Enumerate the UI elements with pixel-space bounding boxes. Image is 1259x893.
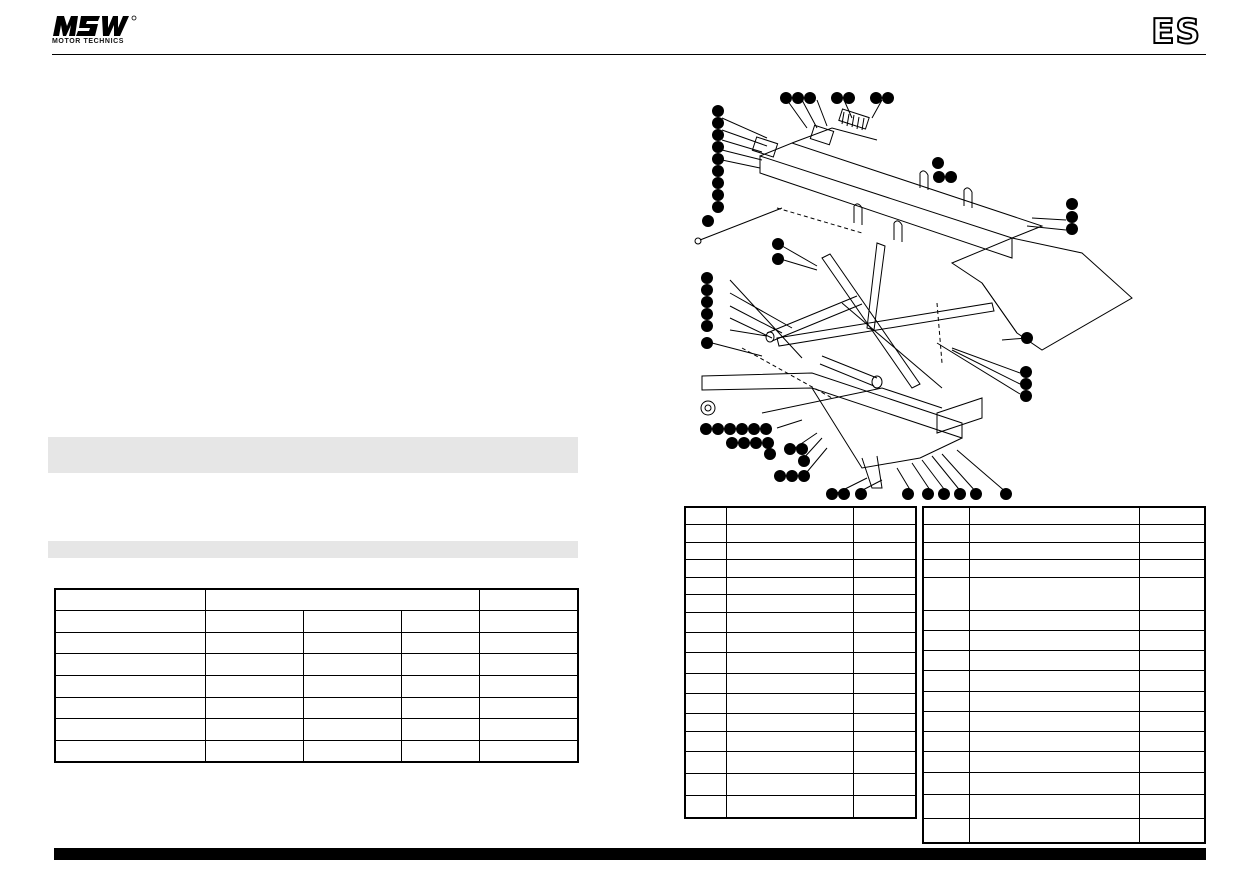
table-row: [922, 751, 1206, 773]
table-row: [684, 558, 917, 578]
exploded-parts-diagram: [682, 88, 1212, 500]
table-row: [922, 541, 1206, 561]
table-row: [54, 610, 579, 633]
footer-bar: [54, 848, 1206, 860]
table-row: [684, 594, 917, 614]
header-rule: [52, 54, 1206, 55]
parts-list-right: [922, 506, 1206, 844]
table-row: [54, 675, 579, 698]
table-row: [922, 731, 1206, 753]
table-row: [684, 773, 917, 797]
table-row: [684, 652, 917, 674]
table-row: [684, 692, 917, 714]
table-row: [684, 541, 917, 560]
table-row: [684, 506, 917, 525]
table-row: [922, 506, 1206, 525]
table-row: [922, 690, 1206, 712]
table-row: [684, 672, 917, 694]
table-row: [684, 612, 917, 634]
table-row: [922, 793, 1206, 820]
table-row: [922, 670, 1206, 692]
table-row: [54, 653, 579, 676]
table-row: [684, 751, 917, 775]
table-row: [54, 739, 579, 763]
table-row: [922, 650, 1206, 672]
table-row: [684, 795, 917, 819]
specifications-table: [54, 588, 579, 763]
table-row: [922, 629, 1206, 652]
language-code: ES: [1150, 11, 1201, 53]
parts-list-left: [684, 506, 917, 819]
section-heading-band: [48, 437, 578, 473]
table-row: [54, 718, 579, 741]
table-row: [922, 523, 1206, 543]
table-row: [684, 576, 917, 596]
table-row: [684, 712, 917, 732]
table-row: [684, 523, 917, 543]
table-row: [922, 771, 1206, 795]
table-row: [922, 577, 1206, 611]
table-row: [54, 631, 579, 655]
brand-logo: [52, 14, 142, 50]
table-row: [922, 818, 1206, 844]
table-row: [54, 588, 579, 612]
table-row: [54, 696, 579, 720]
subsection-heading-band: [48, 541, 578, 558]
table-row: [684, 632, 917, 654]
brand-tagline: MOTOR TECHNICS: [52, 38, 125, 45]
table-row: [684, 730, 917, 753]
table-row: [922, 559, 1206, 579]
table-row: [922, 710, 1206, 733]
table-row: [922, 609, 1206, 631]
